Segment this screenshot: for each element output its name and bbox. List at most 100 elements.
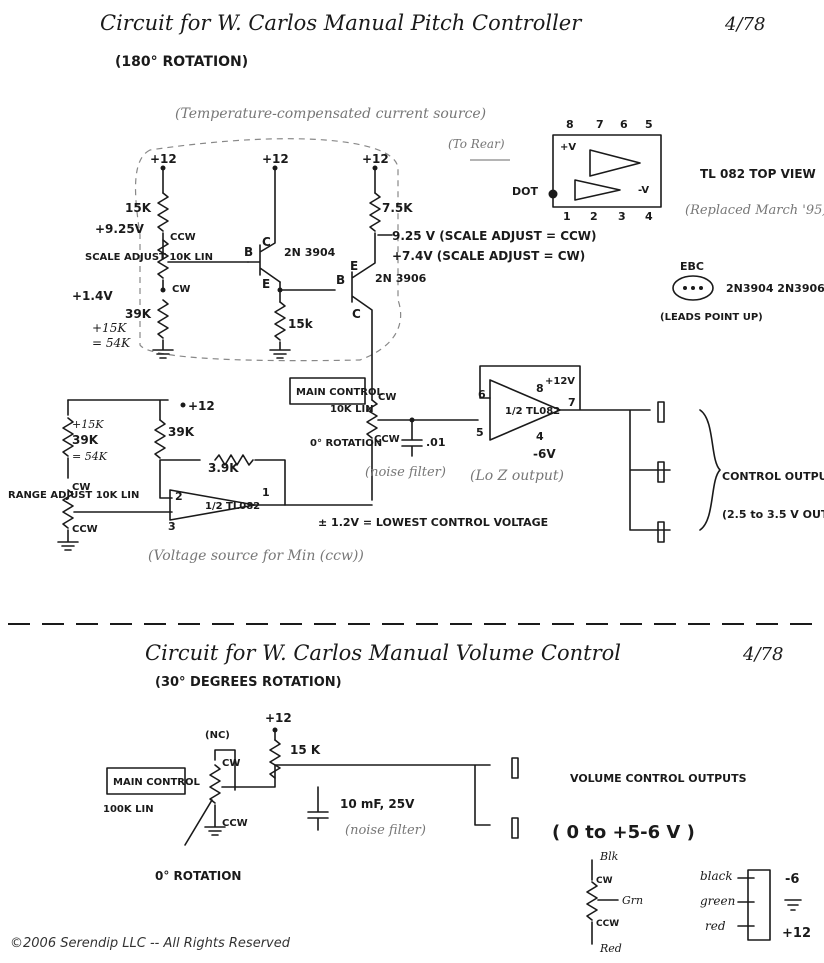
pin-numbers-top: 8 7 6 5 <box>566 118 653 131</box>
vol-cap-label: 10 mF, 25V <box>340 797 415 811</box>
vol-blk: Blk <box>599 850 619 863</box>
q2-emitter: E <box>350 259 358 273</box>
wire-green: green <box>700 894 735 908</box>
scale-adjust-label: SCALE ADJUST 10K LIN <box>85 252 213 263</box>
op1-pin3: 3 <box>168 520 176 533</box>
r15k-e-label: 15k <box>288 317 314 331</box>
vol-pot-ccw: CCW <box>596 919 619 929</box>
transistor-types: 2N3904 2N3906 <box>726 282 824 295</box>
vol-pot-value: 100K LIN <box>103 804 154 815</box>
op2-pin6: 6 <box>478 388 486 401</box>
volume-title: Circuit for W. Carlos Manual Volume Cont… <box>145 641 621 665</box>
lowest-control-voltage: ± 1.2V = LOWEST CONTROL VOLTAGE <box>318 516 548 529</box>
voltage-source-note: (Voltage source for Min (ccw)) <box>148 548 364 564</box>
current-source-note: (Temperature-compensated current source) <box>175 106 486 122</box>
to92-outline <box>672 275 714 301</box>
range-adjust-label: RANGE ADJUST 10K LIN <box>8 490 139 501</box>
range-pot-ccw: CCW <box>72 524 98 535</box>
vs-left-r39k: 39K <box>72 433 99 447</box>
vs-r39k: 39K <box>168 425 195 439</box>
r39k-label: 39K <box>125 307 152 321</box>
vol-pot-cw: CW <box>596 876 613 886</box>
op1-pin2: 2 <box>175 490 183 503</box>
tl082-package <box>552 134 662 208</box>
op2-pin4: 4 <box>536 430 544 443</box>
q1-collector: C <box>262 235 271 249</box>
svg-text:8: 8 <box>566 118 574 131</box>
op2-vminus: -6V <box>533 447 556 461</box>
vol-r15k: 15 K <box>290 743 321 757</box>
vs-left-eq: = 54K <box>72 450 108 463</box>
vol-red: Red <box>599 942 622 955</box>
range-pot-cw: CW <box>72 482 90 493</box>
control-range-label: (2.5 to 3.5 V OUTPUTS) <box>722 508 824 521</box>
pin-minus-v: -V <box>638 185 649 196</box>
vol-main-control: MAIN CONTROL <box>113 777 200 788</box>
supply-plus12-c: +12 <box>362 152 389 166</box>
control-outputs-label: CONTROL OUTPUTS <box>722 470 824 483</box>
supply-plus12-a: +12 <box>150 152 177 166</box>
main-pot-value: 10K LIN <box>330 404 374 415</box>
svg-text:6: 6 <box>620 118 628 131</box>
ccw-label-a: CCW <box>170 232 196 243</box>
op1-pin1: 1 <box>262 486 270 499</box>
svg-text:1: 1 <box>563 210 571 223</box>
vol-range-label: ( 0 to +5-6 V ) <box>552 822 695 843</box>
opamp2-label: 1/2 TL082 <box>505 406 560 417</box>
q1-part: 2N 3904 <box>284 246 336 259</box>
wire-red: red <box>705 919 726 933</box>
volume-date: 4/78 <box>742 644 783 665</box>
copyright-notice: ©2006 Serendip LLC -- All Rights Reserve… <box>10 936 290 951</box>
op2-pin7: 7 <box>568 396 576 409</box>
vol-outputs-label: VOLUME CONTROL OUTPUTS <box>570 772 747 785</box>
q1-base: B <box>244 245 253 259</box>
pitch-date: 4/78 <box>724 14 765 35</box>
q1-emitter: E <box>262 277 270 291</box>
loz-label: (Lo Z output) <box>470 468 564 484</box>
vol-zero-rotation: 0° ROTATION <box>155 869 241 883</box>
r75k-label: 7.5K <box>382 201 413 215</box>
tl082-title: TL 082 TOP VIEW <box>700 167 816 181</box>
current-source-outline <box>135 138 402 362</box>
svg-text:4: 4 <box>645 210 653 223</box>
volume-subtitle: (30° DEGREES ROTATION) <box>155 675 342 690</box>
vol-cw: CW <box>222 758 240 769</box>
op2-pin8: 8 <box>536 382 544 395</box>
eq54k-label: = 54K <box>92 336 131 350</box>
vs-r39k-fb: 3.9K <box>208 461 239 475</box>
pin-minus6: -6 <box>785 872 799 887</box>
supply-plus12-b: +12 <box>262 152 289 166</box>
svg-text:3: 3 <box>618 210 626 223</box>
noise-filter-label: (noise filter) <box>365 465 446 480</box>
op2-pin5: 5 <box>476 426 484 439</box>
vol-noise-label: (noise filter) <box>345 823 426 838</box>
scale-ccw-note: 9.25 V (SCALE ADJUST = CCW) <box>392 229 597 243</box>
vol-grn: Grn <box>622 894 643 907</box>
opamp-output <box>489 379 561 441</box>
q2-base: B <box>336 273 345 287</box>
plus15k-label: +15K <box>92 321 127 335</box>
ebc-label: EBC <box>680 260 704 273</box>
svg-text:5: 5 <box>645 118 653 131</box>
vol-nc: (NC) <box>205 730 230 741</box>
svg-text:7: 7 <box>596 118 604 131</box>
main-pot-ccw: CCW <box>374 434 400 445</box>
wire-black: black <box>700 869 733 883</box>
tl082-replaced: (Replaced March '95) <box>685 203 824 218</box>
dot-label: DOT <box>512 185 538 198</box>
scale-cw-note: +7.4V (SCALE ADJUST = CW) <box>392 249 585 263</box>
pin-numbers-bottom: 1 2 3 4 <box>563 210 653 223</box>
r15k-label: 15K <box>125 201 152 215</box>
pin-plus-v: +V <box>560 142 576 153</box>
vol-plus12: +12 <box>265 711 292 725</box>
pin-plus12: +12 <box>782 926 811 941</box>
svg-text:2: 2 <box>590 210 598 223</box>
vs-left-plus15k: +15K <box>72 418 104 431</box>
op2-vplus: +12V <box>545 376 575 387</box>
pitch-title: Circuit for W. Carlos Manual Pitch Contr… <box>100 11 583 35</box>
vs-plus12: +12 <box>188 399 215 413</box>
vol-ccw: CCW <box>222 818 248 829</box>
v925-label: +9.25V <box>95 222 145 236</box>
q2-part: 2N 3906 <box>375 272 427 285</box>
